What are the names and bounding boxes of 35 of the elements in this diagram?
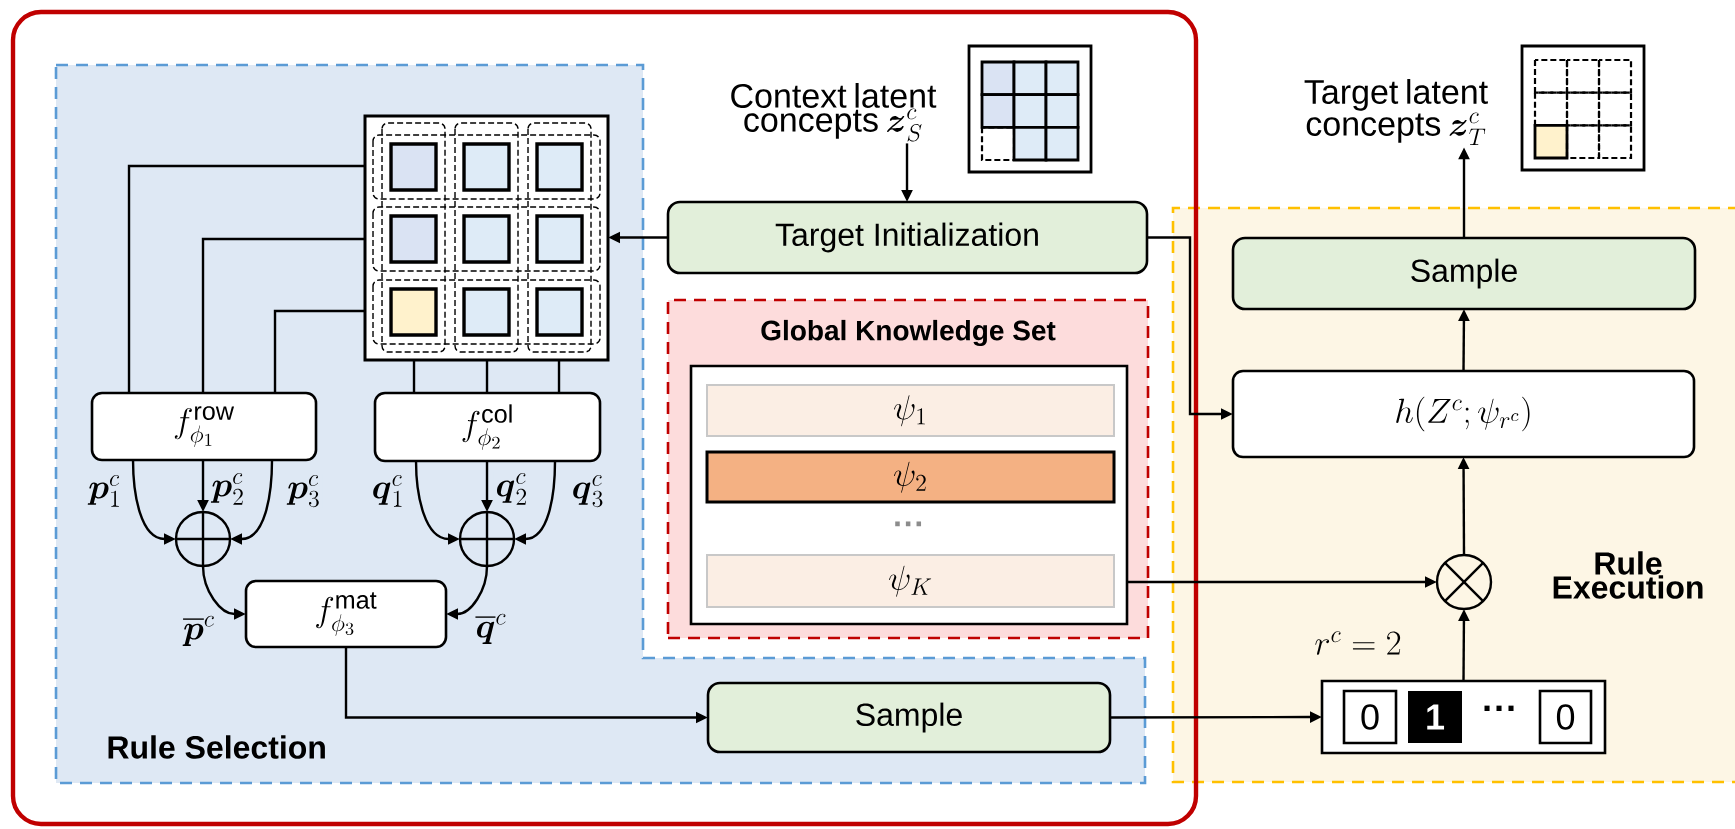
rule-bar: $\psi_{2}$ xyxy=(705,450,1116,504)
edge-label: $\overline{\boldsymbol{p}}^{c}$ xyxy=(181,613,217,649)
process-box: Target Initialization xyxy=(666,200,1149,275)
vector-cell: 0 xyxy=(1342,689,1398,745)
times-circle-symbol xyxy=(1435,553,1493,611)
plus-circle-symbol xyxy=(458,510,516,568)
plus-circle-symbol xyxy=(174,510,232,568)
edge-label: $\boldsymbol{q}^{c}_{3}$ xyxy=(569,473,607,509)
edge-label: $\boldsymbol{p}^{c}_{1}$ xyxy=(86,473,124,509)
caption-text: Context latent concepts $\boldsymbol{z}^{c}_{S}$ xyxy=(731,83,937,142)
vector-cell: 1 xyxy=(1408,691,1462,743)
process-box: $f^{\mathrm{row}}_{\phi_{1}}$ xyxy=(90,391,318,462)
process-box: Sample xyxy=(706,681,1112,754)
edge-label: $\overline{\boldsymbol{q}}^{c}$ xyxy=(473,611,509,647)
connector-line xyxy=(201,237,365,393)
connector-line xyxy=(485,360,489,393)
connector-line xyxy=(412,360,416,393)
edge-label: $\boldsymbol{q}^{c}_{2}$ xyxy=(493,471,531,507)
process-box: $f^{\mathrm{mat}}_{\phi_{3}}$ xyxy=(244,579,448,649)
caption-text: Target latent concepts $\boldsymbol{z}^{c}_{T}$ xyxy=(1304,79,1488,145)
process-box: $f^{\mathrm{col}}_{\phi_{2}}$ xyxy=(373,391,602,463)
rule-bar: $\psi_{1}$ xyxy=(706,384,1115,437)
edge-label: $\boldsymbol{p}^{c}_{2}$ xyxy=(209,471,247,507)
connector-line xyxy=(557,360,561,393)
edge-label: $\boldsymbol{q}^{c}_{1}$ xyxy=(369,473,407,509)
grid-drawing xyxy=(363,114,610,362)
ellipsis: ··· xyxy=(1484,705,1514,711)
process-box: Sample xyxy=(1231,236,1697,311)
vector-cell: 0 xyxy=(1538,689,1593,745)
rule-bar: $\psi_{K}$ xyxy=(706,554,1115,608)
rule-index-label: $r^{c} = 2$ xyxy=(1315,631,1401,655)
process-box: $h(Z^{c};\psi_{r^{c}})$ xyxy=(1231,369,1696,459)
edge-label: $\boldsymbol{p}^{c}_{3}$ xyxy=(285,473,323,509)
connector-line xyxy=(127,164,365,393)
connector-line xyxy=(273,309,365,393)
